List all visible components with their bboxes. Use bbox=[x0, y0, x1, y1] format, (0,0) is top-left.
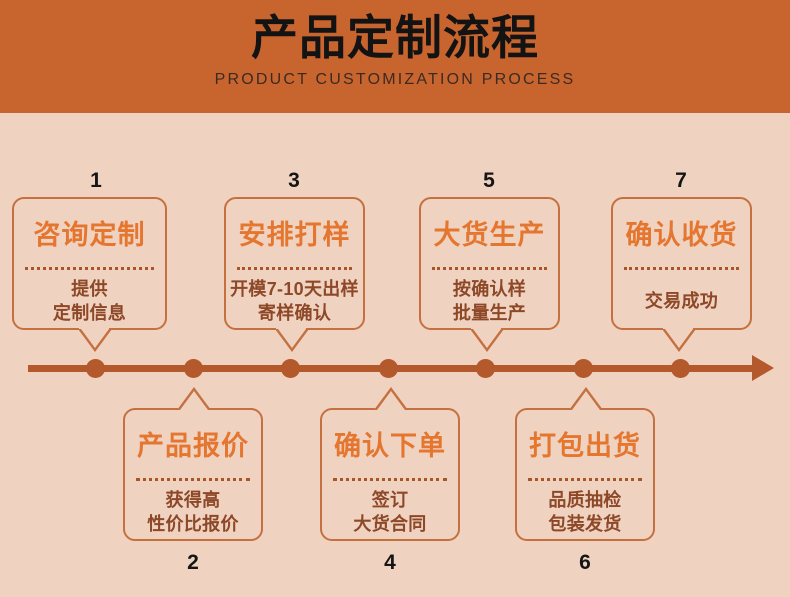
step-card-2[interactable]: 产品报价 获得高 性价比报价 bbox=[123, 408, 263, 541]
tail-pointer-fill-3 bbox=[278, 329, 306, 348]
step-body-line: 交易成功 bbox=[644, 291, 719, 311]
step-card-5[interactable]: 大货生产 按确认样 批量生产 bbox=[419, 197, 560, 330]
step-divider-2 bbox=[136, 478, 250, 481]
step-body-line: 品质抽检 bbox=[548, 490, 622, 510]
step-divider-1 bbox=[25, 267, 154, 270]
step-number-5: 5 bbox=[483, 169, 495, 192]
step-body-3: 开模7-10天出样 寄样确认 bbox=[226, 277, 363, 325]
page-title: 产品定制流程 bbox=[251, 11, 539, 64]
step-title-6: 打包出货 bbox=[529, 431, 641, 461]
step-number-3: 3 bbox=[288, 169, 300, 192]
tail-pointer-fill-1 bbox=[81, 329, 109, 348]
step-body-line: 开模7-10天出样 bbox=[230, 279, 359, 299]
step-body-7: 交易成功 bbox=[613, 289, 750, 313]
timeline-dot-6 bbox=[574, 359, 593, 378]
step-divider-5 bbox=[432, 267, 547, 270]
step-number-4: 4 bbox=[384, 551, 396, 574]
step-card-4[interactable]: 确认下单 签订 大货合同 bbox=[320, 408, 460, 541]
step-body-line: 定制信息 bbox=[52, 303, 127, 323]
step-card-3[interactable]: 安排打样 开模7-10天出样 寄样确认 bbox=[224, 197, 365, 330]
step-divider-3 bbox=[237, 267, 352, 270]
timeline-dot-7 bbox=[671, 359, 690, 378]
step-divider-4 bbox=[333, 478, 447, 481]
timeline-dot-1 bbox=[86, 359, 105, 378]
step-card-6[interactable]: 打包出货 品质抽检 包装发货 bbox=[515, 408, 655, 541]
tail-pointer-fill-6 bbox=[572, 391, 600, 410]
tail-pointer-fill-4 bbox=[377, 391, 405, 410]
step-body-line: 按确认样 bbox=[452, 279, 527, 299]
timeline-dot-3 bbox=[281, 359, 300, 378]
timeline-dot-2 bbox=[184, 359, 203, 378]
step-title-4: 确认下单 bbox=[334, 431, 446, 461]
step-number-7: 7 bbox=[675, 169, 687, 192]
step-body-4: 签订 大货合同 bbox=[322, 488, 458, 536]
step-title-2: 产品报价 bbox=[137, 431, 249, 461]
page-subtitle: PRODUCT CUSTOMIZATION PROCESS bbox=[214, 71, 576, 88]
tail-pointer-fill-2 bbox=[180, 391, 208, 410]
step-number-6: 6 bbox=[579, 551, 591, 574]
step-title-5: 大货生产 bbox=[433, 220, 546, 250]
step-body-line: 获得高 bbox=[165, 490, 221, 510]
step-body-line: 签订 bbox=[371, 490, 409, 510]
step-body-line: 提供 bbox=[71, 279, 108, 299]
step-title-3: 安排打样 bbox=[238, 220, 351, 250]
step-number-2: 2 bbox=[187, 551, 199, 574]
timeline-arrow-icon bbox=[752, 355, 774, 381]
tail-pointer-fill-7 bbox=[665, 329, 693, 348]
step-body-line: 包装发货 bbox=[548, 514, 622, 534]
step-body-1: 提供 定制信息 bbox=[14, 277, 165, 325]
timeline-dot-4 bbox=[379, 359, 398, 378]
step-body-6: 品质抽检 包装发货 bbox=[517, 488, 653, 536]
step-number-1: 1 bbox=[90, 169, 102, 192]
step-title-1: 咨询定制 bbox=[33, 220, 146, 250]
step-divider-6 bbox=[528, 478, 642, 481]
timeline-dot-5 bbox=[476, 359, 495, 378]
step-body-2: 获得高 性价比报价 bbox=[125, 488, 261, 536]
step-body-line: 批量生产 bbox=[452, 303, 527, 323]
step-body-5: 按确认样 批量生产 bbox=[421, 277, 558, 325]
step-body-line: 性价比报价 bbox=[147, 514, 239, 534]
step-title-7: 确认收货 bbox=[625, 220, 738, 250]
step-card-7[interactable]: 确认收货 交易成功 bbox=[611, 197, 752, 330]
step-body-line: 大货合同 bbox=[353, 514, 427, 534]
step-body-line: 寄样确认 bbox=[257, 303, 332, 323]
header-banner: 产品定制流程 PRODUCT CUSTOMIZATION PROCESS bbox=[0, 0, 790, 113]
tail-pointer-fill-5 bbox=[473, 329, 501, 348]
step-divider-7 bbox=[624, 267, 739, 270]
step-card-1[interactable]: 咨询定制 提供 定制信息 bbox=[12, 197, 167, 330]
